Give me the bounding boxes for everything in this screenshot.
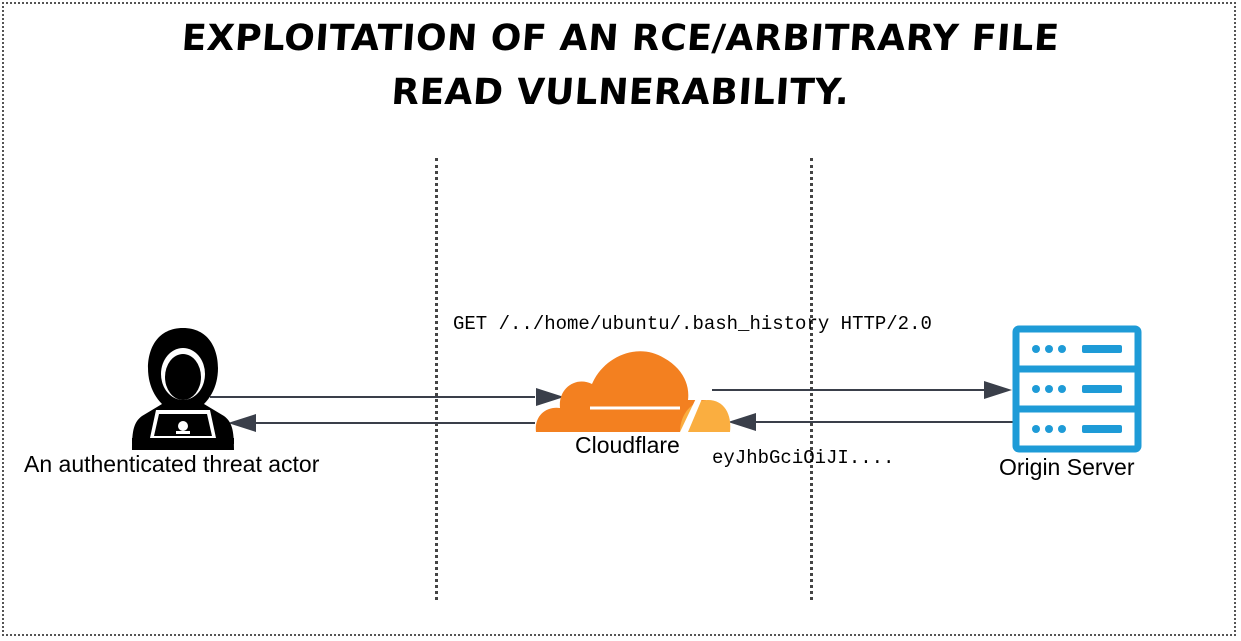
origin-server-label: Origin Server [999,454,1135,480]
response-arrowhead-2 [728,413,756,431]
request-arrowhead-2 [984,381,1012,399]
cloudflare-label: Cloudflare [575,432,680,458]
response-arrowhead-1 [228,414,256,432]
request-message-label: GET /../home/ubuntu/.bash_history HTTP/2… [453,313,932,335]
cloudflare-cloud-icon [535,351,731,432]
hacker-icon [132,328,234,450]
response-message-label: eyJhbGciOiJI.... [712,447,895,469]
request-arrowhead-1 [536,388,564,406]
server-icon [1012,325,1142,453]
zone-divider-right [810,158,813,600]
zone-divider-left [435,158,438,600]
threat-actor-label: An authenticated threat actor [24,451,320,477]
